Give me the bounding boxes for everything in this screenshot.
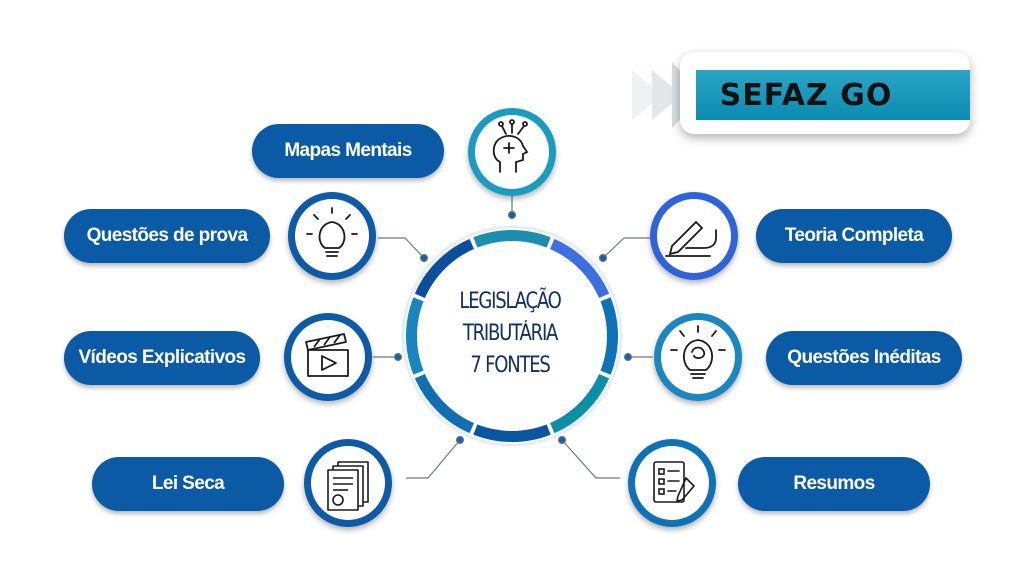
icon-circle-mapas (468, 108, 556, 196)
writing-hand-icon (665, 220, 717, 257)
brain-bulb-icon (670, 325, 726, 379)
connector-dot (598, 253, 608, 263)
lightbulb-icon (306, 207, 358, 257)
connector-dot (623, 352, 633, 362)
connector-dot (507, 210, 517, 220)
icon-circle-ineditas (654, 313, 742, 401)
head-ideas-icon (492, 119, 529, 173)
badge-banner (696, 70, 970, 120)
center-title-line: Legislação (459, 289, 561, 314)
connectors (373, 196, 653, 479)
icon-circle-resumos (628, 439, 716, 527)
pill-videos-explicativos: Vídeos Explicativos (64, 331, 260, 385)
connector-dot (455, 435, 465, 445)
pill-mapas-mentais: Mapas Mentais (252, 124, 444, 178)
connector-questoes-prova (378, 237, 425, 259)
center-title-line: 7 Fontes (470, 353, 551, 378)
connector-resumos (561, 439, 620, 479)
pill-lei-seca: Lei Seca (92, 457, 284, 511)
icon-circle-questoes-prova (288, 192, 376, 280)
checklist-icon (653, 461, 696, 503)
connector-lei-seca (406, 439, 461, 479)
connector-dot (419, 253, 429, 263)
connector-dot (557, 435, 567, 445)
legal-document-icon (327, 461, 369, 511)
connector-teoria (602, 237, 650, 259)
badge-title: SEFAZ GO (719, 77, 893, 113)
pill-resumos: Resumos (738, 457, 930, 511)
icon-circle-videos (284, 313, 372, 401)
center-title-line: Tributária (462, 321, 559, 346)
connector-dot (393, 352, 403, 362)
ring-outline (401, 225, 623, 447)
clapperboard-icon (305, 333, 349, 377)
center-title: Legislação Tributária 7 Fontes (430, 286, 590, 382)
pill-questoes-de-prova: Questões de prova (64, 209, 270, 263)
center-inner-circle (417, 241, 607, 431)
pill-teoria-completa: Teoria Completa (756, 209, 952, 263)
pill-questoes-ineditas: Questões Inéditas (766, 331, 962, 385)
